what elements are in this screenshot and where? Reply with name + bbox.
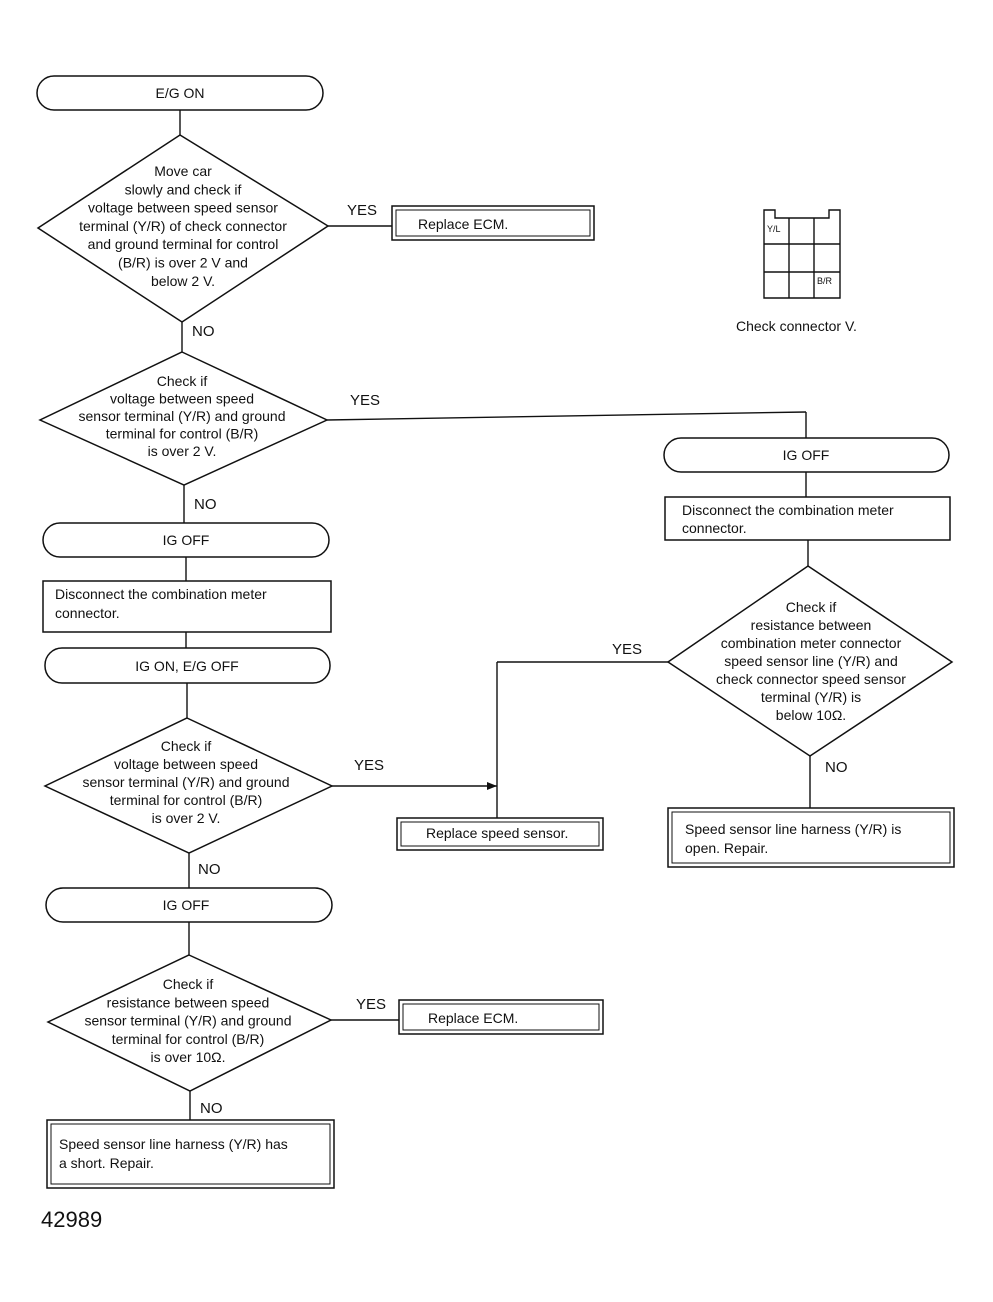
text-line: sensor terminal (Y/R) and ground [85,1013,292,1029]
d1-no-label: NO [192,323,215,340]
ig-off-left-label: IG OFF [163,532,210,548]
ig-on-eg-off: IG ON, E/G OFF [44,647,331,684]
text-line: slowly and check if [125,181,242,197]
text-line: below 10Ω. [776,707,846,723]
text-line: Check if [163,976,214,992]
d3-no-label: NO [198,861,221,878]
ig-off-left: IG OFF [42,522,330,558]
ig-off-left-2-label: IG OFF [163,897,210,913]
text-line: terminal (Y/R) of check connector [79,218,287,234]
text-line: combination meter connector [721,635,902,651]
text-line: voltage between speed sensor [88,200,278,216]
text-line: Check if [786,599,837,615]
text-line: a short. Repair. [59,1155,154,1171]
text-line: terminal for control (B/R) [112,1031,264,1047]
ig-off-right-label: IG OFF [783,447,830,463]
disconnect-left-text: Disconnect the combination meter connecto… [55,586,267,621]
text-line: open. Repair. [685,840,768,856]
decision-5: Check if resistance between combination me… [666,565,954,757]
replace-speed-sensor-box: Replace speed sensor. [396,817,604,851]
ig-on-eg-off-label: IG ON, E/G OFF [135,658,238,674]
text-line: resistance between speed [107,994,270,1010]
text-line: sensor terminal (Y/R) and ground [79,408,286,424]
cell-yr-label: Y/L [767,224,781,234]
decision-4-text: Check if resistance between speed sensor t… [85,976,292,1065]
text-line: Move car [154,163,212,179]
text-line: voltage between speed [110,391,254,407]
text-line: is over 2 V. [148,443,217,459]
d5-yes-label: YES [612,641,642,658]
replace-ecm-1-label: Replace ECM. [418,216,508,232]
d5-no-label: NO [825,759,848,776]
text-line: Check if [161,738,212,754]
decision-1-text: Move car slowly and check if voltage betwe… [79,163,287,289]
ig-off-left-2: IG OFF [45,887,333,923]
decision-3-text: Check if voltage between speed sensor term… [83,738,290,826]
ig-off-right: IG OFF [663,437,950,473]
decision-4: Check if resistance between speed sensor t… [46,954,333,1092]
text-line: sensor terminal (Y/R) and ground [83,774,290,790]
text-line: resistance between [751,617,872,633]
text-line: terminal for control (B/R) [106,426,258,442]
d3-yes-label: YES [354,757,384,774]
text-line: connector. [682,520,747,536]
start-eg-on-label: E/G ON [155,85,204,101]
start-eg-on: E/G ON [36,75,324,111]
decision-1: Move car slowly and check if voltage betwe… [36,134,330,323]
replace-ecm-2-label: Replace ECM. [428,1010,518,1026]
disconnect-left-box: Disconnect the combination meter connecto… [42,580,332,633]
d4-no-label: NO [200,1100,223,1117]
decision-5-text: Check if resistance between combination me… [716,599,906,723]
text-line: terminal for control (B/R) [110,792,262,808]
text-line: Check if [157,373,208,389]
text-line: connector. [55,605,120,621]
check-connector-v-figure: Y/L B/R [763,209,841,299]
short-repair-box: Speed sensor line harness (Y/R) has a sho… [46,1119,335,1189]
d2-yes-label: YES [350,392,380,409]
text-line: below 2 V. [151,273,215,289]
figure-number: 42989 [41,1207,102,1232]
text-line: Speed sensor line harness (Y/R) has [59,1136,288,1152]
text-line: terminal (Y/R) is [761,689,861,705]
text-line: and ground terminal for control [88,236,279,252]
text-line: is over 10Ω. [150,1049,225,1065]
text-line: Speed sensor line harness (Y/R) is [685,821,901,837]
replace-speed-sensor-label: Replace speed sensor. [426,825,568,841]
open-repair-box: Speed sensor line harness (Y/R) is open. … [667,807,955,868]
open-repair-text: Speed sensor line harness (Y/R) is open. … [685,821,901,856]
text-line: Disconnect the combination meter [682,502,894,518]
d1-yes-label: YES [347,202,377,219]
cell-br-label: B/R [817,276,833,286]
text-line: check connector speed sensor [716,671,906,687]
text-line: speed sensor line (Y/R) and [724,653,898,669]
text-line: voltage between speed [114,756,258,772]
text-line: Disconnect the combination meter [55,586,267,602]
disconnect-right-text: Disconnect the combination meter connecto… [682,502,894,536]
connectors [179,110,811,1120]
check-connector-caption: Check connector V. [736,318,857,334]
replace-ecm-box-1: Replace ECM. [391,205,595,241]
text-line: is over 2 V. [152,810,221,826]
d2-no-label: NO [194,496,217,513]
short-repair-text: Speed sensor line harness (Y/R) has a sho… [59,1136,288,1171]
replace-ecm-box-2: Replace ECM. [398,999,604,1035]
d4-yes-label: YES [356,996,386,1013]
decision-3: Check if voltage between speed sensor term… [43,717,334,854]
text-line: (B/R) is over 2 V and [118,255,248,271]
disconnect-right-box: Disconnect the combination meter connecto… [664,496,951,541]
